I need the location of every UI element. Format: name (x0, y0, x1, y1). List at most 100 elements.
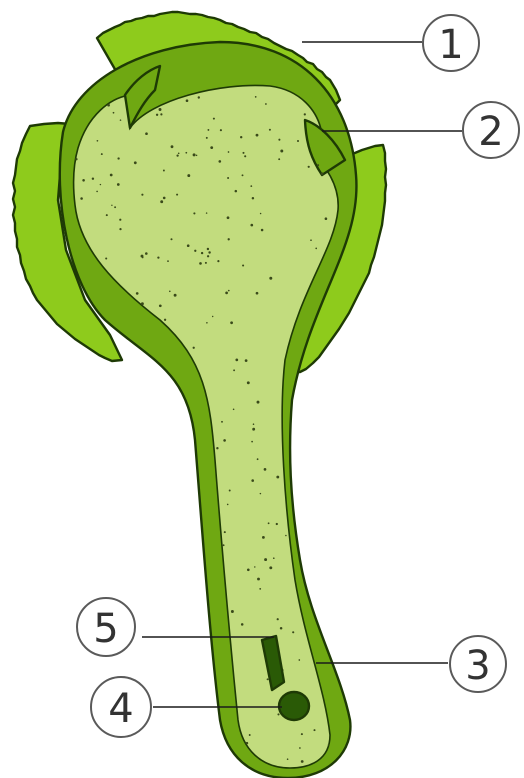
cytoplasm-dot (301, 733, 303, 735)
cytoplasm-dot (325, 217, 328, 220)
cytoplasm-dot (207, 248, 209, 250)
cytoplasm-dot (160, 200, 163, 203)
cytoplasm-dot (107, 104, 110, 107)
cytoplasm-dot (117, 157, 119, 159)
cytoplasm-dot (176, 194, 178, 196)
cytoplasm-dot (261, 229, 264, 232)
cytoplasm-dot (206, 137, 208, 139)
cytoplasm-dot (298, 659, 300, 661)
cytoplasm-dot (100, 184, 101, 185)
cytoplasm-dot (247, 381, 250, 384)
cytoplasm-dot (251, 441, 253, 443)
cytoplasm-dot (245, 359, 248, 362)
cytoplasm-dot (260, 213, 262, 215)
callout-4: 4 (91, 677, 151, 737)
cytoplasm-dot (205, 262, 207, 264)
cytoplasm-dot (136, 292, 139, 295)
cytoplasm-dot (256, 134, 259, 137)
cytoplasm-dot (249, 734, 251, 736)
cytoplasm-dot (82, 179, 85, 182)
cytoplasm-dot (167, 260, 169, 262)
callout-label-4: 4 (108, 686, 133, 732)
cytoplasm-dot (229, 490, 231, 492)
cytoplasm-dot (220, 129, 222, 131)
cytoplasm-dot (269, 277, 272, 280)
cytoplasm-dot (278, 158, 280, 160)
cytoplasm-dot (328, 744, 330, 746)
cytoplasm-dot (134, 161, 137, 164)
cytoplasm-dot (269, 566, 272, 569)
cytoplasm-dot (141, 194, 143, 196)
cytoplasm-dot (313, 729, 315, 731)
cytoplasm-dot (285, 535, 287, 537)
cytoplasm-dot (193, 212, 195, 214)
cytoplasm-dot (253, 423, 255, 425)
cytoplasm-dot (317, 164, 319, 166)
cytoplasm-dot (206, 212, 207, 213)
cytoplasm-dot (225, 292, 228, 295)
callout-label-5: 5 (93, 606, 118, 652)
cytoplasm-dot (196, 155, 197, 156)
cytoplasm-dot (242, 264, 244, 266)
cytoplasm-dot (268, 522, 270, 524)
cytoplasm-dot (280, 627, 283, 630)
cytoplasm-dot (216, 447, 218, 449)
cytoplasm-dot (235, 190, 238, 193)
cytoplasm-dot (228, 290, 230, 292)
cytoplasm-dot (186, 99, 189, 102)
cytoplasm-dot (113, 112, 115, 114)
cytoplasm-dot (117, 183, 120, 186)
cytoplasm-dot (256, 292, 259, 295)
cytoplasm-dot (223, 544, 225, 546)
cytoplasm-dot (159, 304, 162, 307)
cytoplasm-dot (119, 228, 121, 230)
cytoplasm-dot (246, 742, 248, 744)
cytoplasm-dot (231, 610, 234, 613)
cytoplasm-dot (159, 108, 162, 111)
cytoplasm-dot (273, 557, 275, 559)
cytoplasm-dot (187, 244, 190, 247)
cytoplasm-dot (260, 493, 261, 494)
cytoplasm-dot (224, 531, 226, 533)
cytoplasm-dot (233, 409, 235, 411)
cytoplasm-dot (199, 262, 202, 265)
cytoplasm-dot (278, 139, 280, 141)
cytoplasm-dot (80, 197, 83, 200)
cytoplasm-dot (228, 238, 230, 240)
cytoplasm-dot (201, 252, 203, 254)
cytoplasm-dot (120, 119, 122, 121)
callout-label-3: 3 (465, 643, 490, 689)
cytoplasm-dot (101, 153, 103, 155)
cytoplasm-dot (252, 428, 255, 431)
cytoplasm-dot (223, 439, 226, 442)
cytoplasm-dot (174, 294, 177, 297)
callout-1: 1 (423, 15, 479, 71)
cytoplasm-dot (194, 250, 196, 252)
cytoplasm-dot (255, 96, 257, 98)
cytoplasm-dot (262, 536, 265, 539)
cytoplasm-dot (227, 177, 229, 179)
cytoplasm-dot (171, 145, 174, 148)
cytoplasm-dot (145, 252, 148, 255)
cytoplasm-dot (141, 302, 144, 305)
cytoplasm-dot (206, 322, 208, 324)
cytoplasm-dot (105, 257, 107, 259)
cytoplasm-dot (217, 260, 219, 262)
cytoplasm-dot (276, 476, 279, 479)
cytoplasm-dot (310, 239, 312, 241)
cytoplasm-dot (242, 152, 244, 154)
cytoplasm-dot (106, 214, 108, 216)
cytoplasm-dot (269, 129, 271, 131)
cytoplasm-dot (213, 118, 215, 120)
cytoplasm-dot (297, 140, 299, 142)
cytoplasm-dot (163, 170, 165, 172)
cytoplasm-dot (96, 191, 98, 193)
cytoplasm-dot (254, 566, 255, 567)
cytoplasm-dot (267, 678, 269, 680)
cytoplasm-dot (198, 96, 200, 98)
cytoplasm-dot (315, 248, 317, 250)
cytoplasm-dot (265, 103, 267, 105)
cytoplasm-dot (277, 618, 279, 620)
cytoplasm-dot (242, 174, 244, 176)
